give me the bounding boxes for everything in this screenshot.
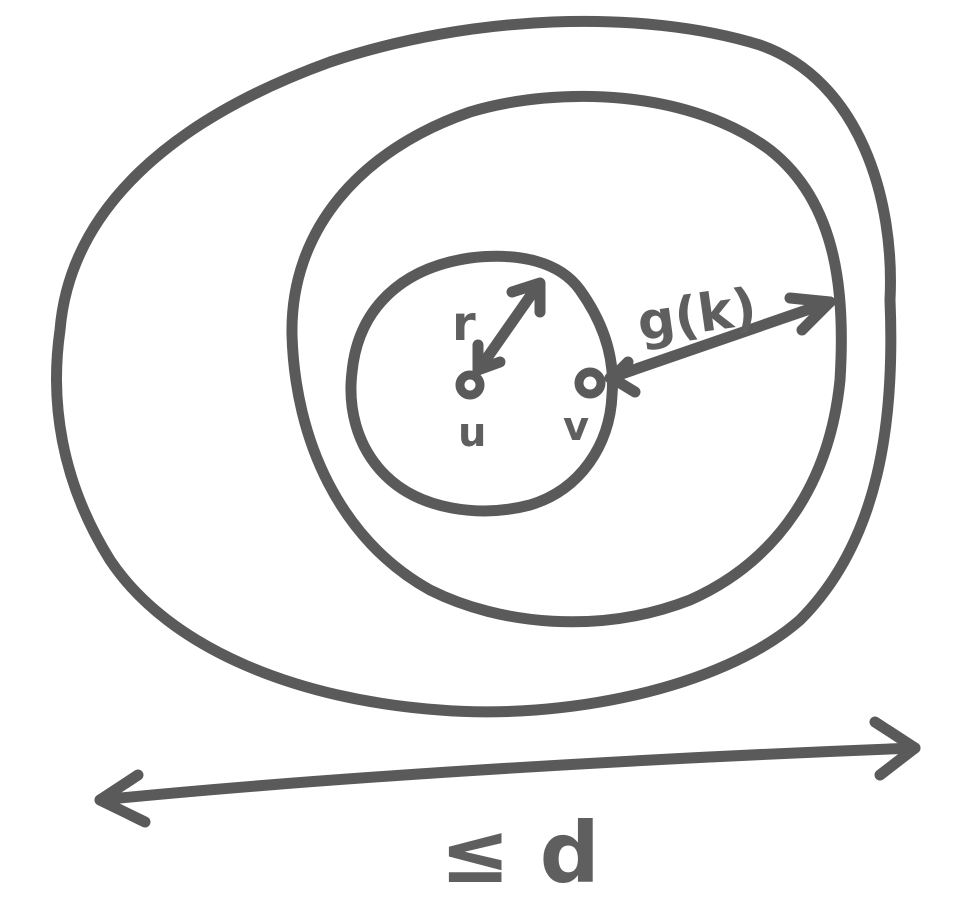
radius-r-arrowtail: [472, 339, 506, 376]
span-label: ≤ d: [440, 804, 600, 902]
radius-r-arrowhead: [506, 277, 546, 318]
node-u-circle: [455, 370, 485, 400]
radius-gk-label: g(k): [634, 277, 761, 353]
outer-region: [51, 15, 897, 718]
radius-gk-arrow-line: [604, 296, 836, 384]
radius-gk-arrowtail: [606, 356, 641, 398]
radius-gk-arrowhead: [784, 292, 836, 336]
radius-r-arrow-line: [474, 279, 544, 374]
node-v-label: v: [563, 404, 589, 450]
span-arrow-line: [94, 742, 921, 806]
span-arrowhead-left: [94, 769, 151, 828]
node-v-circle: [574, 367, 606, 399]
node-u-label: u: [458, 410, 486, 456]
radius-r-label: r: [452, 296, 476, 352]
inner-region: [345, 250, 618, 517]
middle-region: [286, 90, 847, 628]
span-arrowhead-right: [869, 716, 921, 781]
